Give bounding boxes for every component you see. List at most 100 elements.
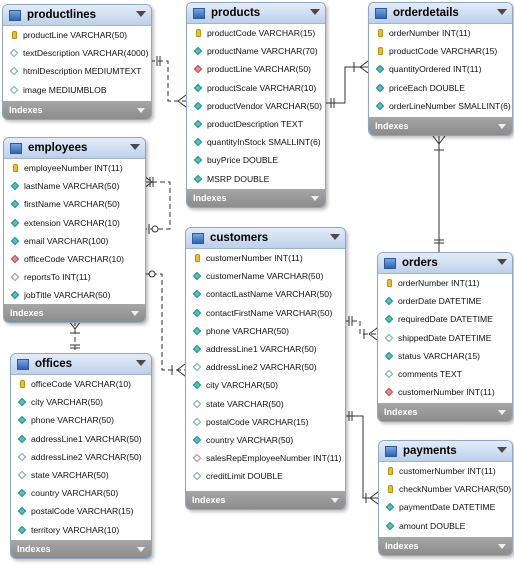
table-column[interactable]: country VARCHAR(50) — [186, 431, 345, 449]
table-column[interactable]: lastName VARCHAR(50) — [4, 177, 145, 195]
expand-chevron-icon[interactable] — [311, 196, 319, 201]
table-column[interactable]: email VARCHAR(100) — [4, 232, 145, 250]
table-column[interactable]: priceEach DOUBLE — [369, 79, 512, 97]
table-column[interactable]: officeCode VARCHAR(10) — [11, 375, 151, 393]
table-column[interactable]: creditLimit DOUBLE — [186, 467, 345, 485]
table-column[interactable]: productScale VARCHAR(10) — [187, 79, 325, 97]
collapse-chevron-icon[interactable] — [497, 259, 507, 265]
indexes-section[interactable]: Indexes — [369, 117, 512, 135]
table-column[interactable]: state VARCHAR(50) — [11, 466, 151, 484]
table-column[interactable]: phone VARCHAR(50) — [186, 322, 345, 340]
expand-chevron-icon[interactable] — [137, 547, 145, 552]
table-column[interactable]: contactLastName VARCHAR(50) — [186, 285, 345, 303]
table-column[interactable]: city VARCHAR(50) — [186, 376, 345, 394]
collapse-chevron-icon[interactable] — [497, 447, 507, 453]
table-column[interactable]: quantityOrdered INT(11) — [369, 60, 512, 78]
table-column[interactable]: image MEDIUMBLOB — [3, 81, 151, 99]
indexes-section[interactable]: Indexes — [186, 491, 345, 509]
table-header[interactable]: employees — [4, 138, 145, 159]
table-column[interactable]: shippedDate DATETIME — [378, 329, 512, 347]
indexes-section[interactable]: Indexes — [11, 540, 151, 558]
table-column[interactable]: firstName VARCHAR(50) — [4, 195, 145, 213]
table-column[interactable]: addressLine2 VARCHAR(50) — [186, 358, 345, 376]
table-column[interactable]: htmlDescription MEDIUMTEXT — [3, 62, 151, 80]
collapse-chevron-icon[interactable] — [330, 234, 340, 240]
table-column[interactable]: salesRepEmployeeNumber INT(11) — [186, 449, 345, 467]
table-column[interactable]: customerNumber INT(11) — [379, 462, 512, 480]
table-column[interactable]: requiredDate DATETIME — [378, 310, 512, 328]
table-column[interactable]: productName VARCHAR(70) — [187, 42, 325, 60]
table-column[interactable]: textDescription VARCHAR(4000) — [3, 44, 151, 62]
table-header[interactable]: customers — [186, 228, 345, 249]
cardinality-many-mark — [177, 100, 187, 108]
collapse-chevron-icon[interactable] — [136, 11, 146, 17]
table-column[interactable]: status VARCHAR(15) — [378, 347, 512, 365]
table-column[interactable]: contactFirstName VARCHAR(50) — [186, 304, 345, 322]
collapse-chevron-icon[interactable] — [130, 144, 140, 150]
table-column[interactable]: country VARCHAR(50) — [11, 484, 151, 502]
table-column[interactable]: customerName VARCHAR(50) — [186, 267, 345, 285]
table-header[interactable]: orders — [378, 253, 512, 274]
expand-chevron-icon[interactable] — [137, 108, 145, 113]
collapse-chevron-icon[interactable] — [497, 9, 507, 15]
table-header[interactable]: productlines — [3, 5, 151, 26]
indexes-section[interactable]: Indexes — [187, 189, 325, 207]
table-column[interactable]: employeeNumber INT(11) — [4, 159, 145, 177]
table-column[interactable]: postalCode VARCHAR(15) — [11, 502, 151, 520]
expand-chevron-icon[interactable] — [498, 124, 506, 129]
expand-chevron-icon[interactable] — [131, 311, 139, 316]
table-header[interactable]: payments — [379, 441, 512, 462]
table-column[interactable]: orderLineNumber SMALLINT(6) — [369, 97, 512, 115]
table-column[interactable]: extension VARCHAR(10) — [4, 214, 145, 232]
table-column[interactable]: phone VARCHAR(50) — [11, 411, 151, 429]
table-column[interactable]: territory VARCHAR(10) — [11, 521, 151, 539]
table-column[interactable]: addressLine2 VARCHAR(50) — [11, 448, 151, 466]
table-header[interactable]: products — [187, 3, 325, 24]
collapse-chevron-icon[interactable] — [136, 360, 146, 366]
table-column[interactable]: customerNumber INT(11) — [186, 249, 345, 267]
table-column[interactable]: checkNumber VARCHAR(50) — [379, 480, 512, 498]
table-column[interactable]: state VARCHAR(50) — [186, 395, 345, 413]
table-column[interactable]: paymentDate DATETIME — [379, 498, 512, 516]
table-column[interactable]: addressLine1 VARCHAR(50) — [11, 430, 151, 448]
table-column[interactable]: postalCode VARCHAR(15) — [186, 413, 345, 431]
table-column[interactable]: productLine VARCHAR(50) — [3, 26, 151, 44]
table-column[interactable]: city VARCHAR(50) — [11, 393, 151, 411]
table-column[interactable]: orderNumber INT(11) — [378, 274, 512, 292]
table-column[interactable]: productLine VARCHAR(50) — [187, 60, 325, 78]
indexes-section[interactable]: Indexes — [3, 101, 151, 119]
indexes-section[interactable]: Indexes — [4, 304, 145, 322]
indexes-section[interactable]: Indexes — [378, 403, 512, 421]
expand-chevron-icon[interactable] — [498, 410, 506, 415]
table-column[interactable]: customerNumber INT(11) — [378, 383, 512, 401]
table-column[interactable]: orderDate DATETIME — [378, 292, 512, 310]
table-header[interactable]: orderdetails — [369, 3, 512, 24]
indexes-section[interactable]: Indexes — [379, 537, 512, 555]
table-column[interactable]: jobTitle VARCHAR(50) — [4, 286, 145, 304]
table-column[interactable]: orderNumber INT(11) — [369, 24, 512, 42]
table-column[interactable]: officeCode VARCHAR(10) — [4, 250, 145, 268]
table-column[interactable]: productCode VARCHAR(15) — [187, 24, 325, 42]
table-column[interactable]: quantityInStock SMALLINT(6) — [187, 133, 325, 151]
table-column[interactable]: productCode VARCHAR(15) — [369, 42, 512, 60]
collapse-chevron-icon[interactable] — [310, 9, 320, 15]
table-column[interactable]: reportsTo INT(11) — [4, 268, 145, 286]
table-column[interactable]: addressLine1 VARCHAR(50) — [186, 340, 345, 358]
table-column[interactable]: amount DOUBLE — [379, 517, 512, 535]
expand-chevron-icon[interactable] — [331, 498, 339, 503]
table-header[interactable]: offices — [11, 354, 151, 375]
table-column[interactable]: buyPrice DOUBLE — [187, 151, 325, 169]
table-column[interactable]: productDescription TEXT — [187, 115, 325, 133]
table-column[interactable]: comments TEXT — [378, 365, 512, 383]
table-column[interactable]: productVendor VARCHAR(50) — [187, 97, 325, 115]
table-column[interactable]: MSRP DOUBLE — [187, 170, 325, 188]
expand-chevron-icon[interactable] — [498, 544, 506, 549]
